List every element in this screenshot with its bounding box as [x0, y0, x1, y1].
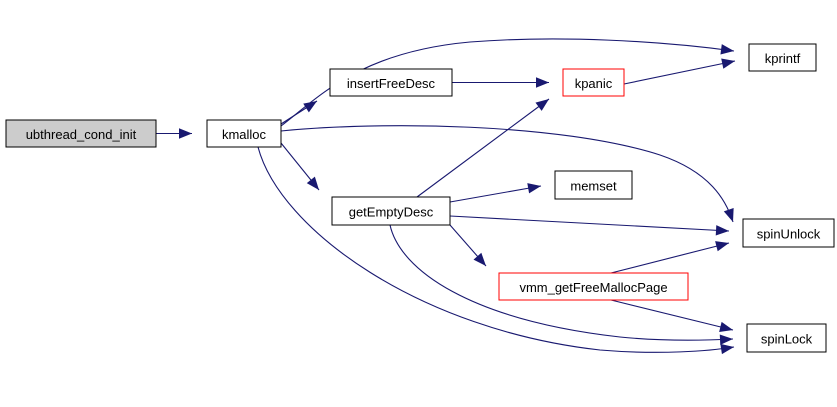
edge-line — [280, 125, 734, 223]
edge-arrowhead — [306, 176, 319, 190]
edge-kmalloc-to-getEmptyDesc — [280, 142, 320, 191]
node-label: kmalloc — [222, 127, 267, 142]
edge-line — [389, 224, 734, 341]
node-box[interactable] — [742, 218, 835, 248]
edge-arrowhead — [721, 58, 735, 69]
node-box[interactable] — [562, 68, 625, 97]
node-label: kprintf — [765, 51, 801, 66]
edge-line — [610, 242, 730, 274]
node-kpanic[interactable]: kpanic — [562, 68, 625, 97]
edge-ubthread_cond_init-to-kmalloc — [156, 128, 192, 139]
node-box[interactable] — [746, 323, 827, 353]
node-label: spinLock — [761, 332, 813, 347]
edge-arrowhead — [719, 334, 733, 345]
node-label: ubthread_cond_init — [26, 127, 137, 142]
edge-kmalloc-to-spinUnlock — [280, 125, 734, 223]
node-label: vmm_getFreeMallocPage — [519, 280, 667, 295]
edge-arrowhead — [720, 44, 734, 55]
node-label: insertFreeDesc — [347, 76, 436, 91]
edge-arrowhead — [179, 128, 192, 139]
edge-line — [623, 60, 736, 85]
edge-kmalloc-to-kprintf — [280, 38, 735, 127]
edge-line — [610, 299, 734, 331]
node-label: memset — [570, 179, 617, 194]
edge-line — [449, 215, 730, 232]
edge-arrowhead — [723, 208, 734, 222]
node-box[interactable] — [206, 119, 282, 148]
edge-line — [257, 146, 735, 353]
node-kmalloc[interactable]: kmalloc — [206, 119, 282, 148]
edge-arrowhead — [536, 77, 549, 88]
edge-line — [280, 38, 735, 127]
edge-getEmptyDesc-to-spinUnlock — [449, 215, 730, 236]
node-box[interactable] — [554, 170, 633, 200]
node-label: kpanic — [575, 76, 613, 91]
node-label: getEmptyDesc — [349, 205, 434, 220]
edge-arrowhead — [720, 343, 734, 355]
edge-kmalloc-to-spinLock — [257, 146, 735, 355]
edges-layer — [156, 38, 736, 355]
edge-getEmptyDesc-to-vmm_getFreeMallocPage — [449, 224, 487, 267]
node-vmm_getFreeMallocPage[interactable]: vmm_getFreeMallocPage — [498, 272, 689, 301]
edge-kmalloc-to-insertFreeDesc — [280, 100, 318, 125]
node-box[interactable] — [498, 272, 689, 301]
node-insertFreeDesc[interactable]: insertFreeDesc — [329, 68, 453, 97]
node-memset[interactable]: memset — [554, 170, 633, 200]
edge-arrowhead — [473, 252, 486, 266]
node-label: spinUnlock — [757, 227, 821, 242]
edge-arrowhead — [527, 183, 541, 194]
edge-arrowhead — [715, 241, 729, 252]
node-box[interactable] — [748, 43, 817, 72]
edge-arrowhead — [303, 101, 317, 113]
node-box[interactable] — [329, 68, 453, 97]
node-box[interactable] — [5, 119, 157, 148]
node-getEmptyDesc[interactable]: getEmptyDesc — [331, 196, 451, 226]
edge-kpanic-to-kprintf — [623, 58, 736, 85]
edge-line — [449, 185, 542, 203]
node-spinUnlock[interactable]: spinUnlock — [742, 218, 835, 248]
edge-arrowhead — [719, 321, 733, 332]
nodes-layer: ubthread_cond_init kmalloc insertFreeDesc k… — [5, 43, 835, 353]
edge-arrowhead — [535, 99, 549, 111]
edge-getEmptyDesc-to-memset — [449, 183, 542, 203]
edge-vmm_getFreeMallocPage-to-spinLock — [610, 299, 734, 332]
edge-getEmptyDesc-to-kpanic — [416, 98, 550, 198]
edge-vmm_getFreeMallocPage-to-spinUnlock — [610, 241, 730, 274]
edge-arrowhead — [715, 225, 729, 236]
node-spinLock[interactable]: spinLock — [746, 323, 827, 353]
edge-line — [416, 98, 550, 198]
edge-insertFreeDesc-to-kpanic — [452, 77, 549, 88]
edge-getEmptyDesc-to-spinLock — [389, 224, 734, 345]
node-kprintf[interactable]: kprintf — [748, 43, 817, 72]
node-ubthread_cond_init[interactable]: ubthread_cond_init — [5, 119, 157, 148]
node-box[interactable] — [331, 196, 451, 226]
